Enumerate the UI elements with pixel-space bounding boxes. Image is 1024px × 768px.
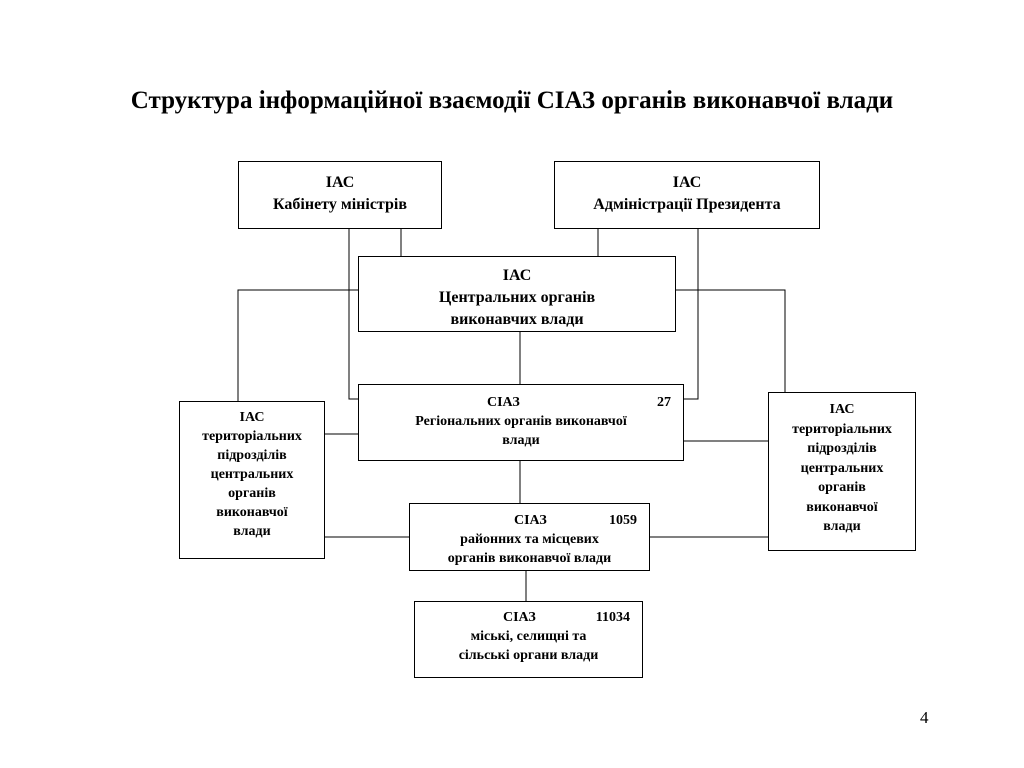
connector-cabinet-regional: [348, 229, 358, 400]
node-central-line1: ІАС: [502, 267, 532, 284]
node-regional-line2: Регіональних органів виконавчої: [415, 414, 627, 429]
node-regional-line3: влади: [502, 433, 540, 448]
node-terr-right-line: підрозділів: [807, 441, 877, 456]
node-city-count: 11034: [595, 610, 630, 625]
node-cabinet-line2: Кабінету міністрів: [273, 196, 407, 213]
node-city-name: СІАЗ: [503, 610, 536, 625]
node-terr-right-line: органів: [818, 480, 866, 495]
node-terr-left-line: органів: [228, 486, 276, 501]
node-regional: СІАЗ 27 Регіональних органів виконавчої …: [358, 384, 684, 461]
node-district: СІАЗ 1059 районних та місцевих органів в…: [409, 503, 650, 571]
node-terr-left-line: центральних: [210, 467, 294, 482]
node-terr-left-line: ІАС: [239, 410, 265, 425]
node-terr-left-line: територіальних: [202, 429, 302, 444]
node-terr-right-line: влади: [823, 519, 861, 534]
connector-central-terr-right: [676, 289, 786, 392]
page-title: Структура інформаційної взаємодії СІАЗ о…: [130, 87, 894, 114]
node-terr-right-line: територіальних: [792, 421, 892, 437]
node-territorial-left: ІАС територіальних підрозділів центральн…: [179, 401, 325, 559]
node-district-count: 1059: [609, 513, 637, 528]
node-city-line3: сільські органи влади: [458, 648, 599, 663]
node-city: СІАЗ 11034 міські, селищні та сільські о…: [414, 601, 643, 678]
connector-central-terr-left: [237, 289, 358, 401]
node-territorial-right: ІАС територіальних підрозділів центральн…: [768, 392, 916, 551]
node-terr-left-line: підрозділів: [217, 448, 287, 463]
node-central-line2: Центральних органів: [438, 289, 596, 306]
node-cabinet: ІАС Кабінету міністрів: [238, 161, 442, 229]
node-cabinet-line1: ІАС: [325, 174, 355, 191]
node-city-line2: міські, селищні та: [470, 629, 587, 644]
node-regional-name: СІАЗ: [487, 395, 520, 410]
node-district-name: СІАЗ: [514, 513, 547, 528]
connector-president-regional: [684, 229, 699, 400]
node-terr-left-line: виконавчої: [216, 505, 288, 520]
node-president-line1: ІАС: [672, 174, 702, 191]
node-terr-right-line: ІАС: [829, 402, 855, 417]
node-district-line3: органів виконавчої влади: [447, 551, 612, 566]
node-president: ІАС Адміністрації Президента: [554, 161, 820, 229]
node-central-line3: виконавчих влади: [450, 311, 584, 328]
page-number: 4: [920, 708, 929, 727]
node-regional-count: 27: [657, 395, 671, 410]
node-central: ІАС Центральних органів виконавчих влади: [358, 256, 676, 332]
node-terr-left-line: влади: [233, 524, 271, 539]
node-terr-right-line: центральних: [800, 460, 884, 476]
node-terr-right-line: виконавчої: [806, 499, 878, 515]
node-district-line2: районних та місцевих: [460, 532, 599, 547]
node-president-line2: Адміністрації Президента: [593, 196, 781, 213]
